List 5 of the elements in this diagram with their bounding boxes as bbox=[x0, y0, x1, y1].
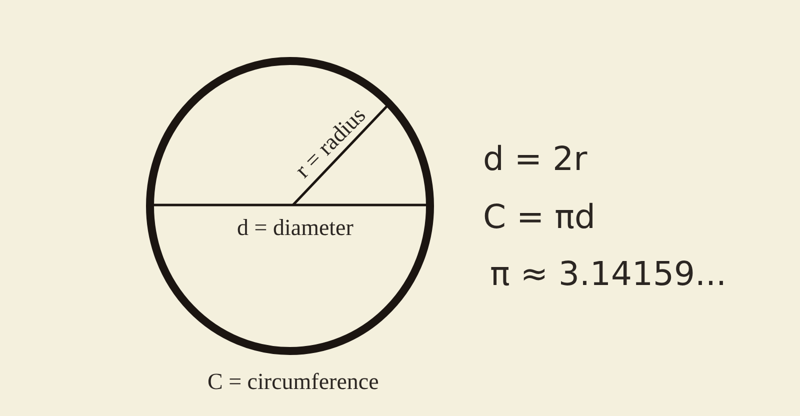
circumference-label: C = circumference bbox=[208, 370, 379, 392]
formula: d = 2r bbox=[483, 142, 588, 174]
diameter-label: d = diameter bbox=[237, 216, 354, 238]
formula: C = πd bbox=[483, 200, 596, 232]
formula: π ≈ 3.14159... bbox=[490, 256, 726, 290]
